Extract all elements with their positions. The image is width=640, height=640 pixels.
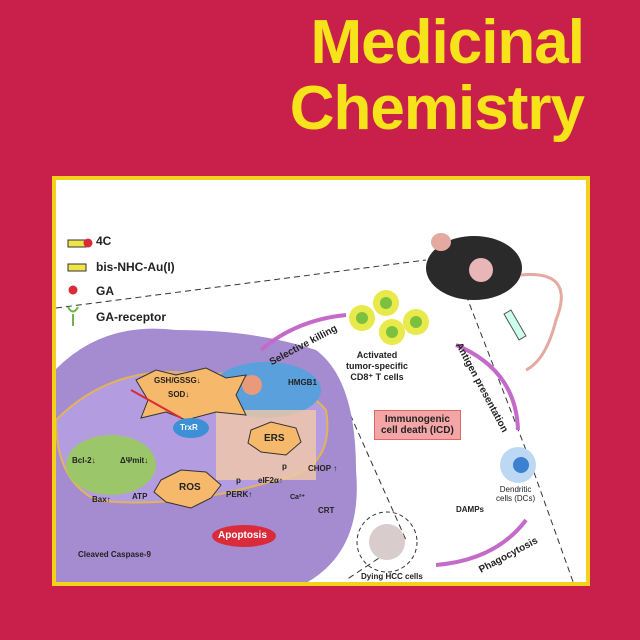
graphical-abstract: 4C bis-NHC-Au(I) GA GA-receptor Selectiv… (52, 176, 590, 586)
crt-label: CRT (318, 506, 335, 515)
calcium-label: Ca²⁺ (290, 494, 305, 501)
bcl2-label: Bcl-2↓ (72, 456, 96, 465)
legend-4c: 4C (96, 234, 112, 248)
damps-label: DAMPs (456, 505, 485, 514)
apoptosis-node (212, 525, 276, 547)
journal-title-line1: Medicinal (310, 8, 585, 77)
diagram-graphics (56, 233, 574, 582)
journal-title-line2: Chemistry (289, 74, 585, 143)
atp-label: ATP (132, 492, 148, 501)
t-cells (349, 290, 429, 345)
gsh-label: GSH/GSSG↓ (154, 376, 201, 385)
trxr-label: TrxR (180, 423, 198, 432)
bax-label: Bax↑ (92, 495, 111, 504)
dying-cells-label: Dying HCC cells (361, 572, 423, 581)
sod-label: SOD↓ (168, 390, 190, 399)
legend-bis-nhc: bis-NHC-Au(I) (96, 260, 175, 274)
antigen-arrow (455, 343, 520, 431)
ros-burst (153, 469, 222, 509)
trxr-node (173, 418, 209, 438)
perk-label: PERK↑ (226, 490, 253, 499)
ros-label: ROS (179, 482, 201, 493)
chop-label: CHOP ↑ (308, 464, 338, 473)
phospho-label: p (236, 476, 241, 485)
syringe-icon (503, 309, 527, 341)
dying-cell-icon (356, 511, 418, 573)
hmgb1-label: HMGB1 (288, 378, 317, 387)
legend-ga: GA (96, 284, 114, 298)
apoptosis-label: Apoptosis (218, 530, 267, 541)
legend-ga-receptor: GA-receptor (96, 310, 167, 324)
membrane-potential-label: ΔΨmit↓ (120, 456, 149, 465)
phagocytosis-arrow (435, 518, 528, 567)
ers-label: ERS (264, 433, 285, 444)
gsh-burst (135, 367, 247, 421)
ers-burst (247, 421, 302, 456)
caspase-label: Cleaved Caspase-9 (78, 550, 151, 559)
dashed-line (465, 294, 574, 582)
selective-killing-arrow (259, 313, 347, 352)
phospho-label: p (282, 462, 287, 471)
eif2a-label: eIF2α↑ (258, 476, 283, 485)
mitochondria (66, 435, 156, 495)
